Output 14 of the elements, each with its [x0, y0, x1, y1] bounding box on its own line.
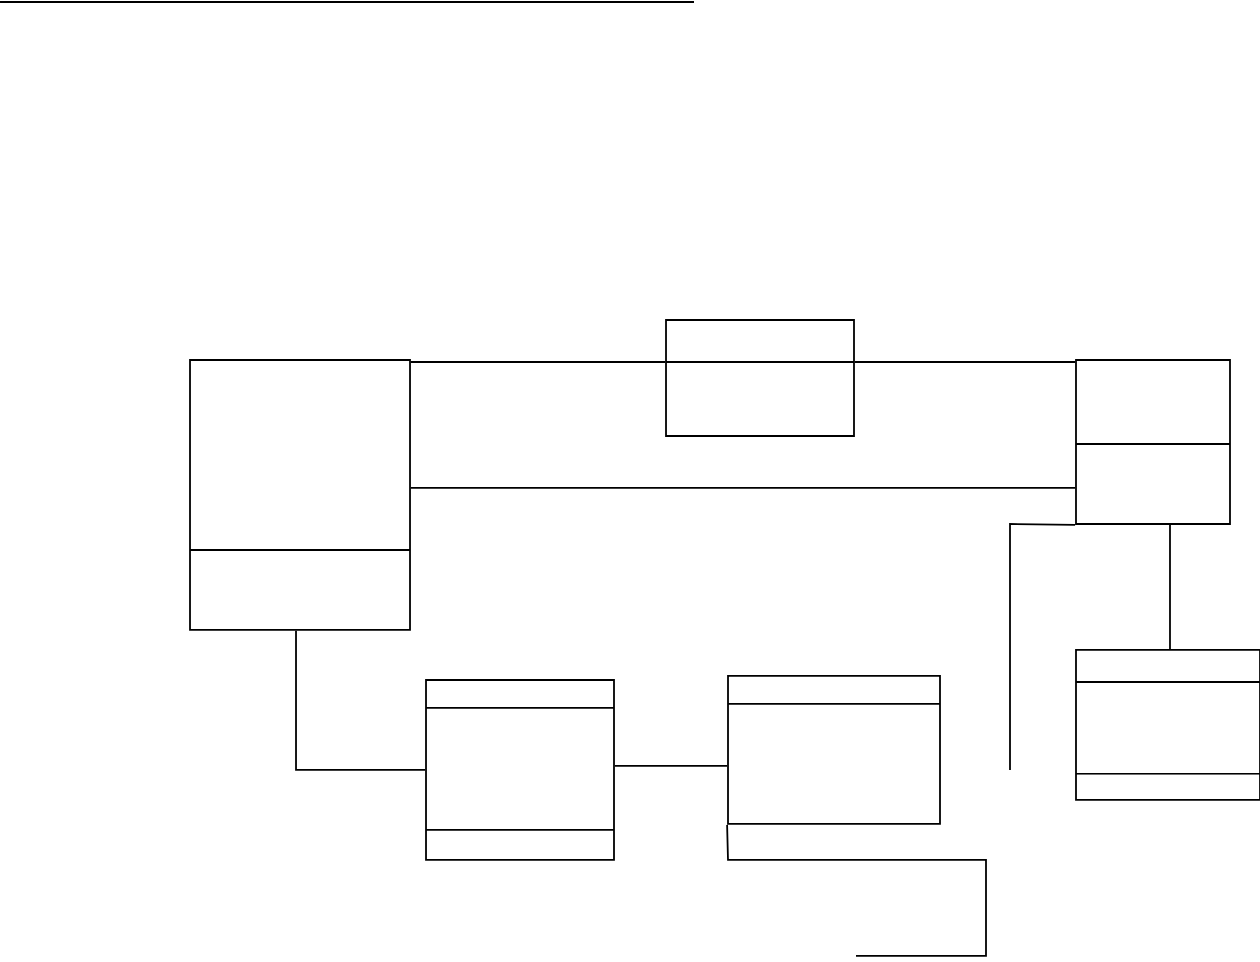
- class-box: [425, 679, 615, 861]
- connector-line: [854, 361, 1076, 363]
- class-box: [665, 319, 855, 437]
- class-box: [727, 675, 941, 825]
- connector-line: [410, 487, 1076, 489]
- connector-line: [1009, 523, 1076, 771]
- class-box: [189, 359, 411, 631]
- connector-line: [726, 823, 987, 957]
- connector-line: [1169, 524, 1171, 650]
- class-box: [1075, 359, 1231, 525]
- connector-line: [295, 629, 426, 771]
- class-box: [1075, 649, 1260, 801]
- connector-line: [614, 765, 728, 767]
- connector-line: [410, 361, 666, 363]
